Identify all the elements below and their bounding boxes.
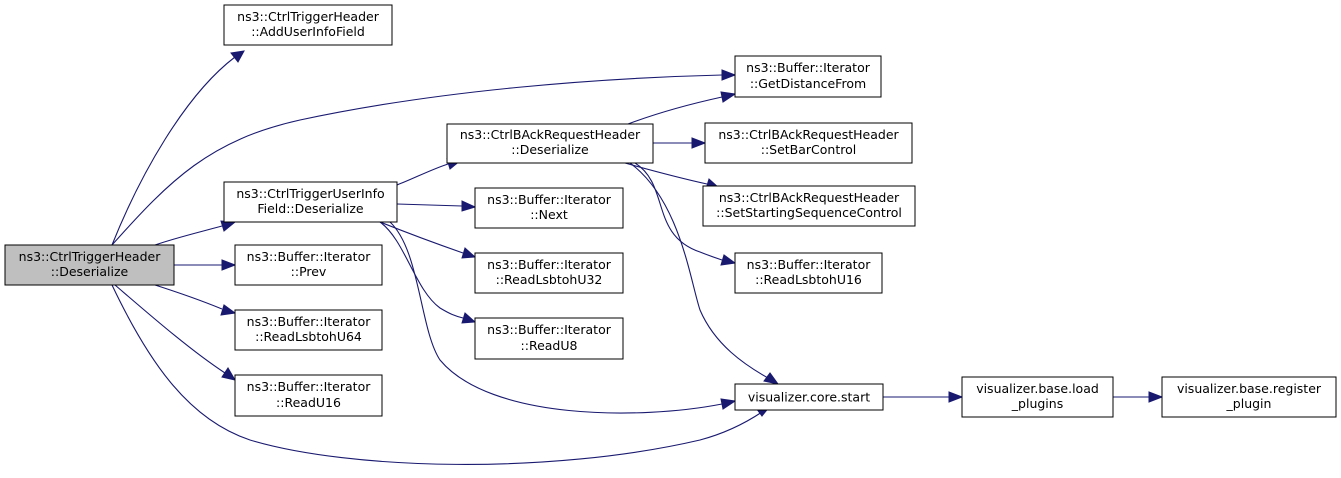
node-label-line2: _plugin xyxy=(1226,396,1272,411)
node-visualizer-register-plugin[interactable]: visualizer.base.register _plugin xyxy=(1161,376,1337,418)
node-label-line1: ns3::Buffer::Iterator xyxy=(487,192,612,207)
node-label-line1: ns3::Buffer::Iterator xyxy=(746,60,871,75)
node-label-line2: ::ReadU16 xyxy=(276,395,341,410)
node-label-line1: visualizer.core.start xyxy=(748,390,870,405)
node-label-line1: visualizer.base.register xyxy=(1177,381,1322,396)
node-label-line2: ::ReadLsbtohU64 xyxy=(255,329,362,344)
node-label-line1: visualizer.base.load xyxy=(976,381,1099,396)
node-set-starting-sequence-control[interactable]: ns3::CtrlBAckRequestHeader ::SetStarting… xyxy=(702,185,916,227)
node-read-u16[interactable]: ns3::Buffer::Iterator ::ReadU16 xyxy=(234,374,383,417)
node-label-line1: ns3::CtrlTriggerHeader xyxy=(237,9,380,24)
edge-user-info-deserialize-to-read-lsbtoh-u32 xyxy=(379,221,477,259)
node-visualizer-core-start[interactable]: visualizer.core.start xyxy=(734,383,884,411)
edge-bar-deserialize-to-read-lsbtoh-u16 xyxy=(634,162,737,266)
node-label-line2: ::Deserialize xyxy=(511,142,589,157)
node-add-user-info-field[interactable]: ns3::CtrlTriggerHeader ::AddUserInfoFiel… xyxy=(223,4,393,46)
node-label-line2: ::ReadLsbtohU16 xyxy=(755,272,862,287)
node-label-line1: ns3::Buffer::Iterator xyxy=(247,379,372,394)
node-set-bar-control[interactable]: ns3::CtrlBAckRequestHeader ::SetBarContr… xyxy=(704,122,913,164)
node-label-line2: ::Deserialize xyxy=(51,264,129,279)
node-read-u8[interactable]: ns3::Buffer::Iterator ::ReadU8 xyxy=(474,317,624,360)
node-get-distance-from[interactable]: ns3::Buffer::Iterator ::GetDistanceFrom xyxy=(734,55,882,98)
node-ctrl-trigger-header-deserialize[interactable]: ns3::CtrlTriggerHeader ::Deserialize xyxy=(4,244,175,286)
node-label-line1: ns3::CtrlBAckRequestHeader xyxy=(718,127,899,142)
node-read-lsbtoh-u16[interactable]: ns3::Buffer::Iterator ::ReadLsbtohU16 xyxy=(734,252,883,294)
node-label-line2: ::SetBarControl xyxy=(761,142,857,157)
edge-bar-deserialize-to-get-distance-from xyxy=(627,91,737,125)
node-label-line1: ns3::Buffer::Iterator xyxy=(247,249,372,264)
node-visualizer-load-plugins[interactable]: visualizer.base.load _plugins xyxy=(961,376,1114,418)
edge-root-to-add-user-info-field xyxy=(111,50,245,246)
node-next[interactable]: ns3::Buffer::Iterator ::Next xyxy=(474,187,624,229)
edges xyxy=(111,50,1164,465)
node-label-line2: Field::Deserialize xyxy=(257,201,364,216)
node-label-line2: ::ReadLsbtohU32 xyxy=(496,272,603,287)
edge-bar-deserialize-to-set-starting-seq xyxy=(624,162,721,190)
node-label-line1: ns3::Buffer::Iterator xyxy=(487,257,612,272)
node-user-info-deserialize[interactable]: ns3::CtrlTriggerUserInfo Field::Deserial… xyxy=(223,181,398,223)
node-label-line1: ns3::CtrlBAckRequestHeader xyxy=(460,127,641,142)
edge-user-info-deserialize-to-read-u8 xyxy=(379,221,477,324)
node-label-line2: ::SetStartingSequenceControl xyxy=(716,205,902,220)
edge-root-to-read-u16 xyxy=(114,284,237,381)
edge-root-to-user-info-deserialize xyxy=(154,220,237,246)
node-label-line1: ns3::Buffer::Iterator xyxy=(487,322,612,337)
node-label-line2: ::Next xyxy=(530,207,568,222)
edge-bar-deserialize-to-set-bar-control xyxy=(653,137,707,149)
node-label-line2: ::Prev xyxy=(291,264,327,279)
edge-user-info-deserialize-to-next xyxy=(396,200,477,212)
node-prev[interactable]: ns3::Buffer::Iterator ::Prev xyxy=(234,244,383,286)
node-label-line1: ns3::Buffer::Iterator xyxy=(747,257,872,272)
nodes: ns3::CtrlTriggerHeader ::Deserialize ns3… xyxy=(4,4,1337,418)
edge-user-info-deserialize-to-visualizer-start xyxy=(389,221,737,414)
edge-root-to-prev xyxy=(174,259,237,271)
edge-load-plugins-to-register-plugin xyxy=(1113,391,1164,403)
edge-visualizer-start-to-load-plugins xyxy=(883,391,964,403)
node-label-line2: _plugins xyxy=(1011,396,1063,411)
node-label-line2: ::AddUserInfoField xyxy=(251,24,365,39)
node-label-line1: ns3::CtrlTriggerUserInfo xyxy=(236,186,384,201)
node-label-line1: ns3::CtrlBAckRequestHeader xyxy=(719,190,900,205)
node-bar-deserialize[interactable]: ns3::CtrlBAckRequestHeader ::Deserialize xyxy=(446,123,654,164)
node-label-line2: ::ReadU8 xyxy=(521,338,578,353)
edge-root-to-visualizer-start xyxy=(111,284,772,465)
node-label-line2: ::GetDistanceFrom xyxy=(750,76,866,91)
edge-root-to-read-lsbtoh-u64 xyxy=(154,284,237,316)
node-read-lsbtoh-u64[interactable]: ns3::Buffer::Iterator ::ReadLsbtohU64 xyxy=(234,309,383,351)
node-label-line1: ns3::CtrlTriggerHeader xyxy=(19,249,162,264)
node-read-lsbtoh-u32[interactable]: ns3::Buffer::Iterator ::ReadLsbtohU32 xyxy=(474,252,624,294)
edge-bar-deserialize-to-visualizer-start xyxy=(629,162,780,385)
node-label-line1: ns3::Buffer::Iterator xyxy=(247,314,372,329)
edge-root-to-get-distance-from xyxy=(111,69,737,246)
